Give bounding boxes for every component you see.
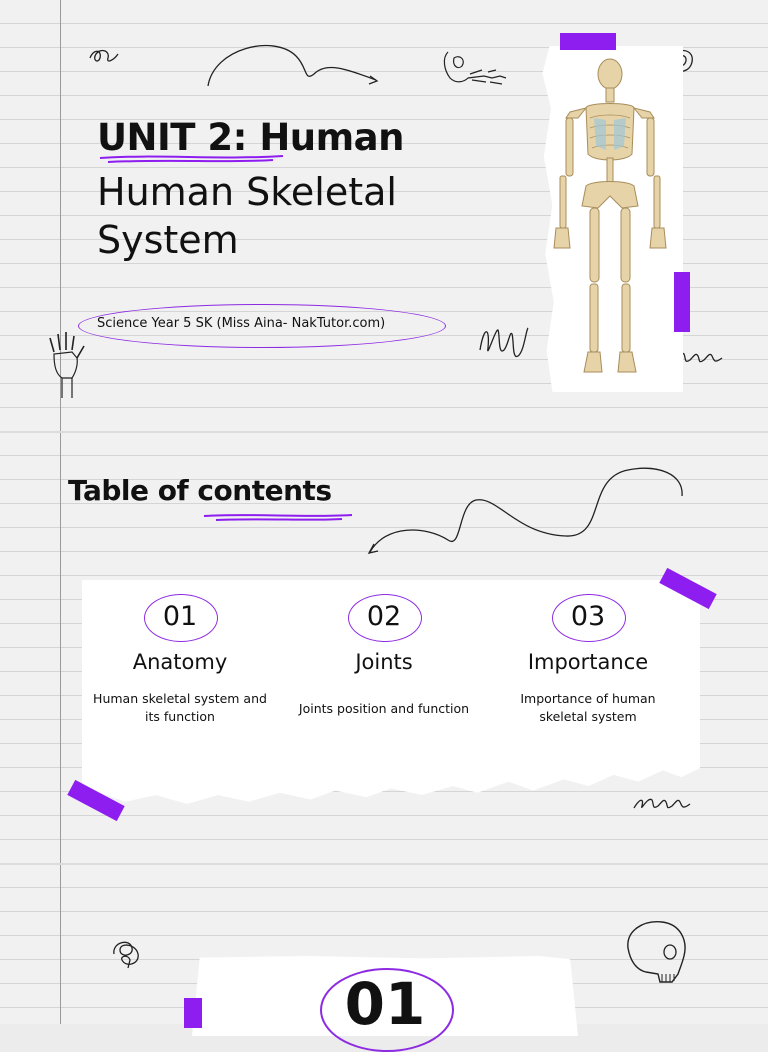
tape-strip-top [560, 33, 616, 50]
slide-divider-2 [0, 863, 768, 865]
toc-number: 03 [570, 601, 606, 632]
loops-scribble-icon [479, 327, 529, 358]
skull-icon [627, 921, 686, 983]
toc-description: Joints position and function [298, 701, 470, 716]
tape-strip-right [674, 272, 690, 332]
foot-bones-icon [443, 51, 507, 85]
title-underline-scribble [99, 155, 284, 163]
long-squiggle-icon [367, 467, 683, 554]
toc-heading: Table of contents [68, 474, 332, 507]
toc-number: 02 [366, 601, 402, 632]
toc-number: 01 [162, 601, 198, 632]
hand-bones-icon [49, 332, 85, 398]
cover-subtitle-heading: Human Skeletal System [97, 170, 397, 262]
arc-squiggle-icon [207, 44, 379, 87]
notebook-margin-line-3 [60, 864, 61, 1024]
scribble-knot-icon [113, 941, 139, 969]
toc-label: Importance [527, 650, 649, 674]
toc-description: Importance of human skeletal system [520, 691, 656, 724]
slide-divider [0, 431, 768, 433]
notebook-margin-line-2 [60, 432, 61, 864]
number-oval [144, 594, 218, 642]
tape-strip-section [184, 998, 202, 1028]
toc-description: Human skeletal system and its function [93, 691, 267, 724]
ee-scribble-icon-2 [633, 798, 691, 809]
notebook-margin-line [60, 0, 61, 432]
cover-credit: Science Year 5 SK (Miss Aina- NakTutor.c… [97, 316, 386, 331]
section-number: 01 [344, 970, 426, 1038]
loop-scribble-icon [89, 49, 119, 62]
toc-underline-scribble [203, 514, 353, 521]
number-oval [348, 594, 422, 642]
skeleton-illustration [553, 58, 667, 373]
toc-label: Joints [355, 650, 413, 674]
toc-label: Anatomy [132, 650, 228, 674]
number-oval [552, 594, 626, 642]
subtitle-oval [78, 304, 446, 348]
cover-title: UNIT 2: Human [97, 116, 405, 159]
